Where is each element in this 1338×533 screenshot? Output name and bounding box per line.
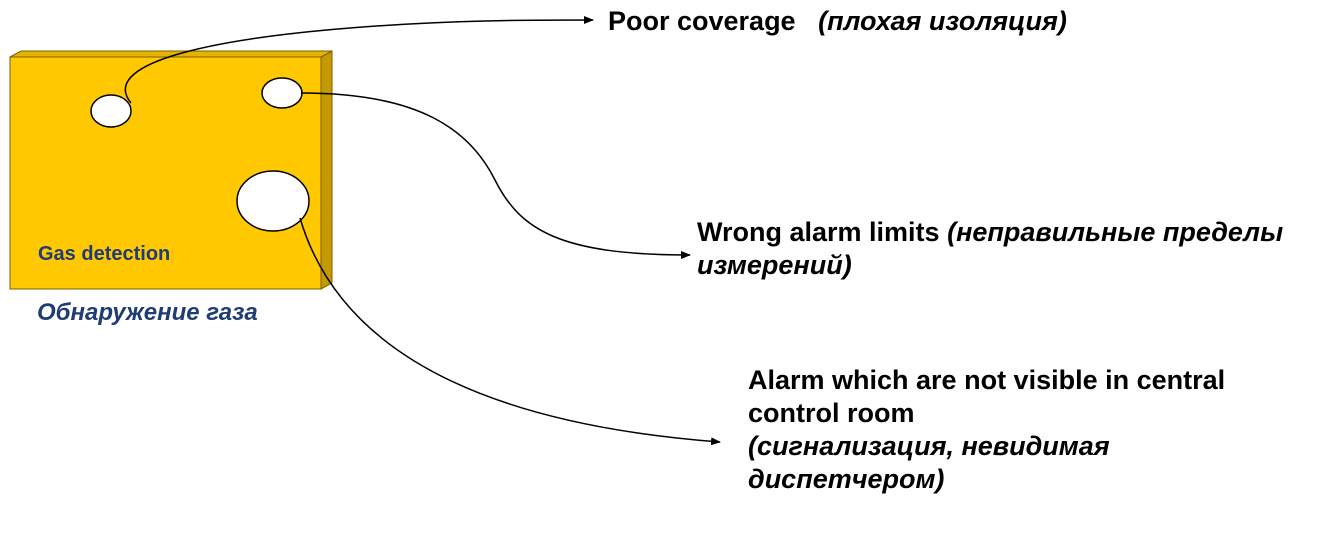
connector-poor-coverage: [124, 16, 594, 104]
connector-alarm-not-visible: [299, 217, 721, 446]
hole-wrong-alarm-limits: [261, 77, 303, 109]
callout-alarm-not-visible-ru: (сигнализация, невидимая диспетчером): [748, 430, 1110, 494]
callout-wrong-alarm-limits-en: Wrong alarm limits: [697, 217, 940, 247]
slice-label-russian: Обнаружение газа: [37, 299, 258, 326]
callout-poor-coverage-ru: (плохая изоляция): [818, 6, 1067, 36]
cheese-slice: [9, 50, 333, 290]
callout-poor-coverage: Poor coverage (плохая изоляция): [608, 5, 1067, 38]
callout-wrong-alarm-limits-ru: (неправильные пределы измерений): [697, 217, 1284, 280]
hole-alarm-not-visible: [236, 170, 310, 232]
callout-alarm-not-visible: Alarm which are not visible in central c…: [748, 364, 1308, 496]
callout-alarm-not-visible-en: Alarm which are not visible in central c…: [748, 365, 1226, 428]
hole-poor-coverage: [90, 94, 132, 128]
connector-wrong-alarm-limits: [300, 92, 691, 259]
callout-wrong-alarm-limits: Wrong alarm limits (неправильные пределы…: [697, 216, 1317, 282]
callout-poor-coverage-en: Poor coverage: [608, 6, 796, 36]
slice-label-english: Gas detection: [38, 243, 171, 265]
cheese-slice-side: [320, 50, 333, 290]
